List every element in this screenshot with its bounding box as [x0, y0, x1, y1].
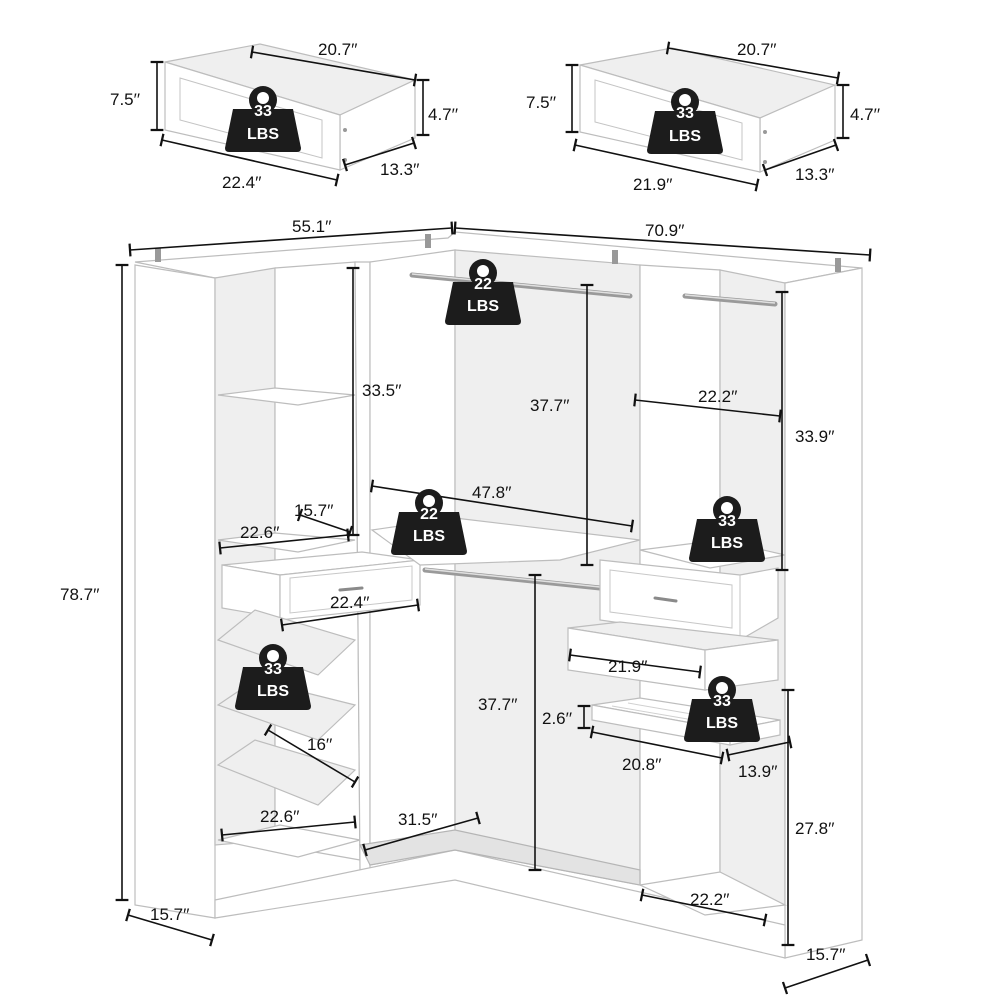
- weight-badge-center-shelf-icon: 22 LBS: [391, 489, 467, 555]
- weight-badge-tray-icon: 33 LBS: [684, 676, 760, 742]
- drawer-small-width-line: [572, 138, 760, 192]
- drawer-small-weight-icon: 33 LBS: [647, 88, 723, 154]
- middle-shelf-span: 47.8′′: [472, 483, 511, 502]
- drawer-small-diagram: 20.7′′ 7.5′′ 4.7′′ 21.9′′ 13.3′′ 33 LBS: [526, 40, 880, 194]
- svg-text:LBS: LBS: [706, 715, 738, 732]
- left-shelf-width: 22.6′′: [240, 523, 279, 542]
- depth-left-line: [125, 908, 215, 947]
- drawer-large-width-line: [159, 133, 340, 187]
- weight-badge-upper-rod-icon: 22 LBS: [445, 259, 521, 325]
- left-outer-side: [134, 264, 216, 919]
- svg-text:33: 33: [264, 661, 282, 678]
- drawer-large-depth-line: [249, 45, 418, 87]
- depth-right-line: [781, 953, 872, 995]
- drawer-small-length-line: [761, 138, 840, 177]
- svg-text:LBS: LBS: [669, 128, 701, 145]
- drawer-large-diagram: 20.7′′ 7.5′′ 4.7′′ 22.4′′ 13.3′′ 33 LBS: [110, 40, 458, 192]
- right-lower-height: 27.8′′: [795, 819, 834, 838]
- right-tray-height: 2.6′′: [542, 709, 572, 728]
- right-tray-width-line: [589, 725, 725, 765]
- drawer-small-depth-line: [665, 41, 841, 85]
- right-shelf-width: 22.2′′: [698, 387, 737, 406]
- right-bottom-width: 22.2′′: [690, 890, 729, 909]
- drawer-large-depth: 20.7′′: [318, 40, 357, 59]
- overall-height: 78.7′′: [60, 585, 99, 604]
- overall-width-left-line: [128, 221, 454, 257]
- overall-width-right: 70.9′′: [645, 221, 684, 240]
- middle-shelf-span-line: [369, 479, 635, 533]
- overall-width-right-line: [453, 221, 872, 262]
- wall-bracket-2: [425, 234, 431, 248]
- drawer-large-side-height: 4.7′′: [428, 105, 458, 124]
- drawer-large-length: 13.3′′: [380, 160, 419, 179]
- closet-dimensions: 55.1′′ 70.9′′ 78.7′′ 15.7′′ 15.7′′ 33.5′…: [60, 217, 872, 995]
- closet-diagram: [134, 231, 863, 959]
- wall-bracket-4: [835, 258, 841, 272]
- svg-text:33: 33: [254, 103, 272, 120]
- right-drawer-width-line: [568, 648, 702, 679]
- middle-bottom-depth-line: [362, 811, 481, 857]
- right-upper-rod: [682, 293, 778, 307]
- left-upper-height: 33.5′′: [362, 381, 401, 400]
- depth-left: 15.7′′: [150, 905, 189, 924]
- weight-badge-right-shelf-icon: 33 LBS: [689, 496, 765, 562]
- left-bottom-width-line: [220, 815, 357, 842]
- overall-width-left: 55.1′′: [292, 217, 331, 236]
- middle-rod-height-top: 37.7′′: [530, 396, 569, 415]
- svg-text:22: 22: [420, 506, 438, 523]
- right-tray-depth: 13.9′′: [738, 762, 777, 781]
- middle-rod-height-bottom: 37.7′′: [478, 695, 517, 714]
- right-upper-height: 33.9′′: [795, 427, 834, 446]
- svg-text:22: 22: [474, 276, 492, 293]
- drawer-small-side-height: 4.7′′: [850, 105, 880, 124]
- left-drawer-width: 22.4′′: [330, 593, 369, 612]
- svg-text:33: 33: [676, 105, 694, 122]
- drawer-large-front-height: 7.5′′: [110, 90, 140, 109]
- svg-text:LBS: LBS: [247, 126, 279, 143]
- left-drawer-width-line: [279, 598, 421, 632]
- left-shelf-width-line: [218, 528, 350, 555]
- right-outer-side: [784, 267, 863, 959]
- right-tray-depth-line: [725, 735, 793, 762]
- svg-text:LBS: LBS: [711, 535, 743, 552]
- drawer-small-width: 21.9′′: [633, 175, 672, 194]
- svg-text:33: 33: [713, 693, 731, 710]
- right-tray-width: 20.8′′: [622, 755, 661, 774]
- svg-text:LBS: LBS: [413, 528, 445, 545]
- right-drawer-width: 21.9′′: [608, 657, 647, 676]
- svg-text:LBS: LBS: [257, 683, 289, 700]
- wall-bracket-1: [155, 248, 161, 262]
- drawer-large-width: 22.4′′: [222, 173, 261, 192]
- middle-bottom-depth: 31.5′′: [398, 810, 437, 829]
- left-drawer-side: [221, 564, 281, 619]
- center-lower-rod: [422, 567, 603, 591]
- left-shoe-depth: 16′′: [307, 735, 332, 754]
- wall-bracket-3: [612, 250, 618, 264]
- svg-text:33: 33: [718, 513, 736, 530]
- weight-badge-shoe-shelf-icon: 33 LBS: [235, 644, 311, 710]
- drawer-small-length: 13.3′′: [795, 165, 834, 184]
- left-shelf-depth: 15.7′′: [294, 501, 333, 520]
- left-shoe-depth-line: [263, 723, 360, 789]
- center-upper-rod: [409, 272, 633, 299]
- right-shelf-width-line: [633, 393, 782, 423]
- drawer-small-front-height: 7.5′′: [526, 93, 556, 112]
- right-bottom-width-line: [639, 888, 768, 927]
- depth-right: 15.7′′: [806, 945, 845, 964]
- left-bottom-width: 22.6′′: [260, 807, 299, 826]
- drawer-large-weight-icon: 33 LBS: [225, 86, 301, 152]
- svg-text:LBS: LBS: [467, 298, 499, 315]
- drawer-small-depth: 20.7′′: [737, 40, 776, 59]
- drawer-large-length-line: [341, 136, 418, 172]
